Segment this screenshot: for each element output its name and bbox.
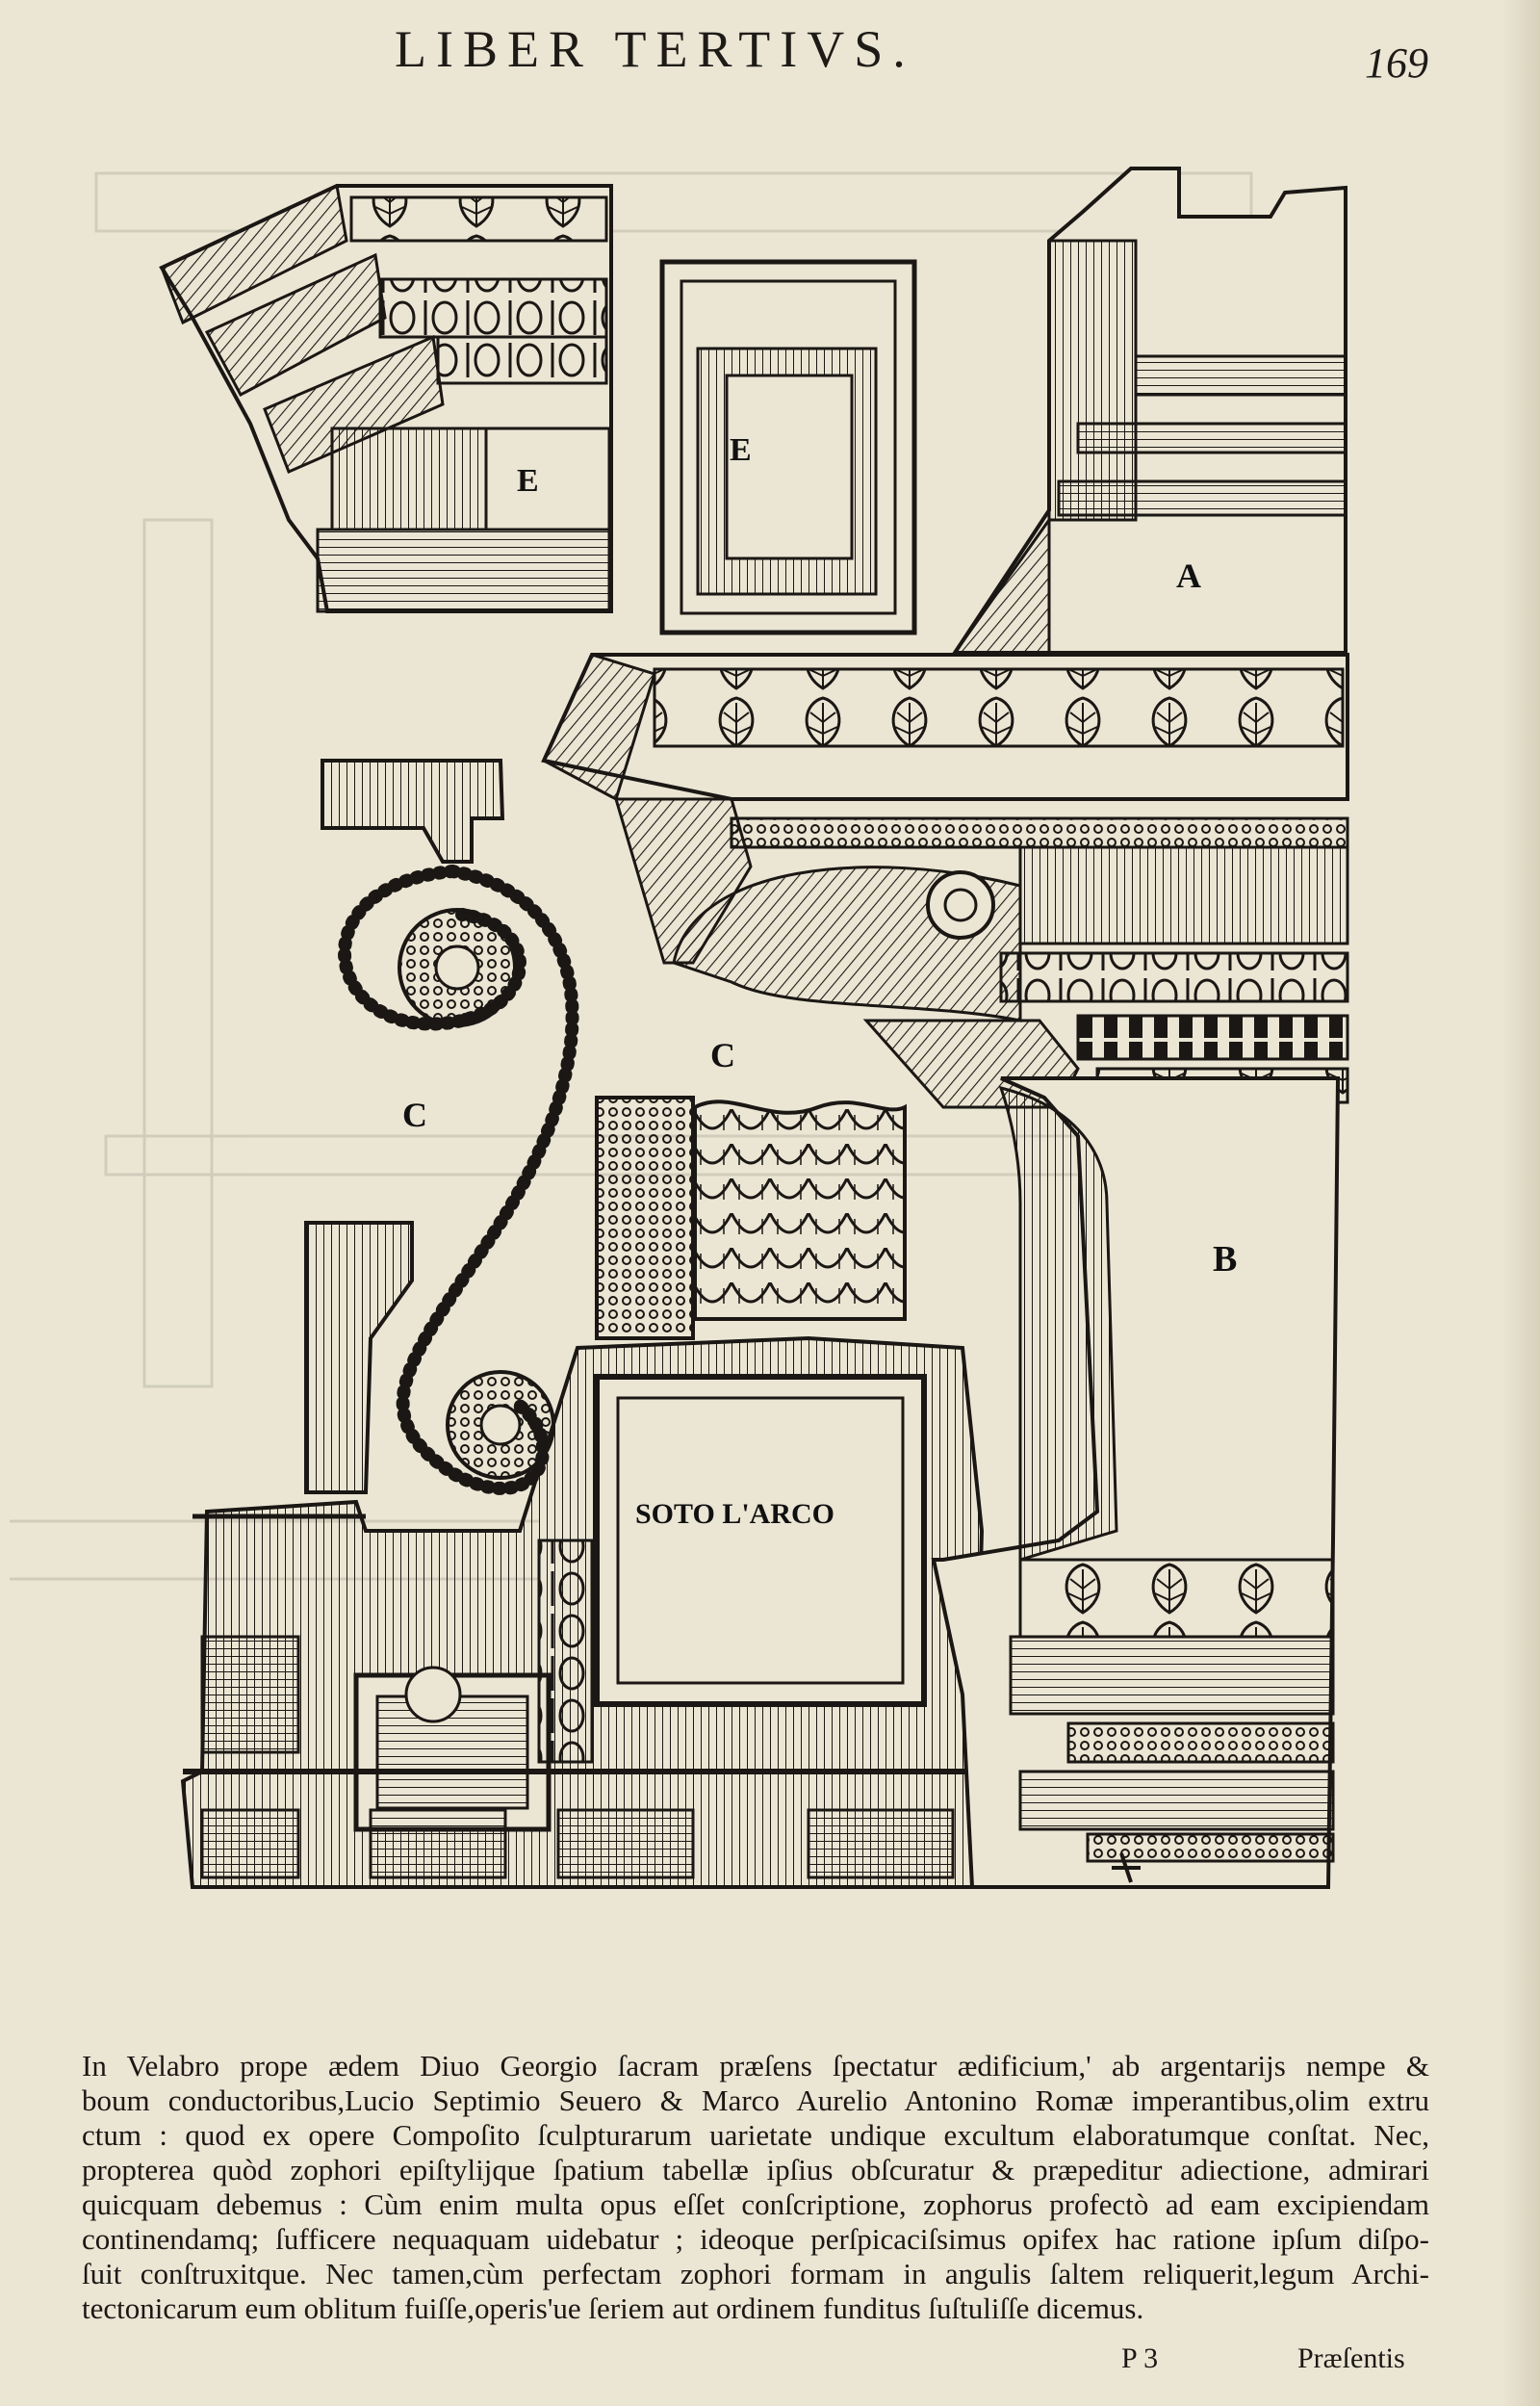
text-line: propterea quòd zophori epiſtylijque ſpat…: [82, 2153, 1429, 2186]
signature-mark: P 3: [1121, 2342, 1159, 2374]
text-line: ctum : quod ex opere Compoſito ſculptura…: [82, 2118, 1429, 2152]
label-panel-e: E: [730, 432, 752, 468]
catchword: Præſentis: [1297, 2342, 1405, 2374]
label-cornice-e: E: [517, 463, 539, 499]
soffit-coffering: [180, 1335, 985, 1889]
page-edge-shadow: [1502, 0, 1540, 2406]
text-line: continendamq; ſufficere nequaquam uideba…: [82, 2222, 1429, 2256]
text-line: In Velabro prope ædem Diuo Georgio ſacra…: [82, 2049, 1429, 2083]
woodcut-plate: E E A: [10, 167, 1349, 1889]
page-number: 169: [1365, 39, 1428, 87]
latin-body-text: In Velabro prope ædem Diuo Georgio ſacra…: [82, 2049, 1429, 2326]
label-console-c-center: C: [710, 1036, 735, 1074]
panel-e: [659, 259, 917, 635]
scroll-console-c: [304, 759, 579, 1495]
text-line: quicquam debemus : Cùm enim multa opus e…: [82, 2187, 1429, 2221]
pilaster-b: [931, 1076, 1341, 1889]
label-console-c-left: C: [402, 1096, 427, 1134]
label-corner-a: A: [1176, 556, 1201, 595]
text-line: tectonicarum eum oblitum fuiſſe,operis'u…: [82, 2291, 1144, 2325]
label-soto-larco: SOTO L'ARCO: [635, 1498, 834, 1530]
running-head: LIBER TERTIVS.: [395, 20, 915, 78]
corner-block-a: [951, 167, 1348, 655]
text-line: boum conductoribus,Lucio Septimio Seuero…: [82, 2083, 1429, 2117]
cornice-block-e: [159, 183, 613, 613]
text-line: ſuit conſtruxitque. Nec tamen,cùm perfec…: [82, 2257, 1429, 2290]
label-pilaster-b: B: [1213, 1239, 1237, 1280]
scale-panel: [595, 1096, 907, 1340]
entablature-console: [541, 653, 1349, 1109]
